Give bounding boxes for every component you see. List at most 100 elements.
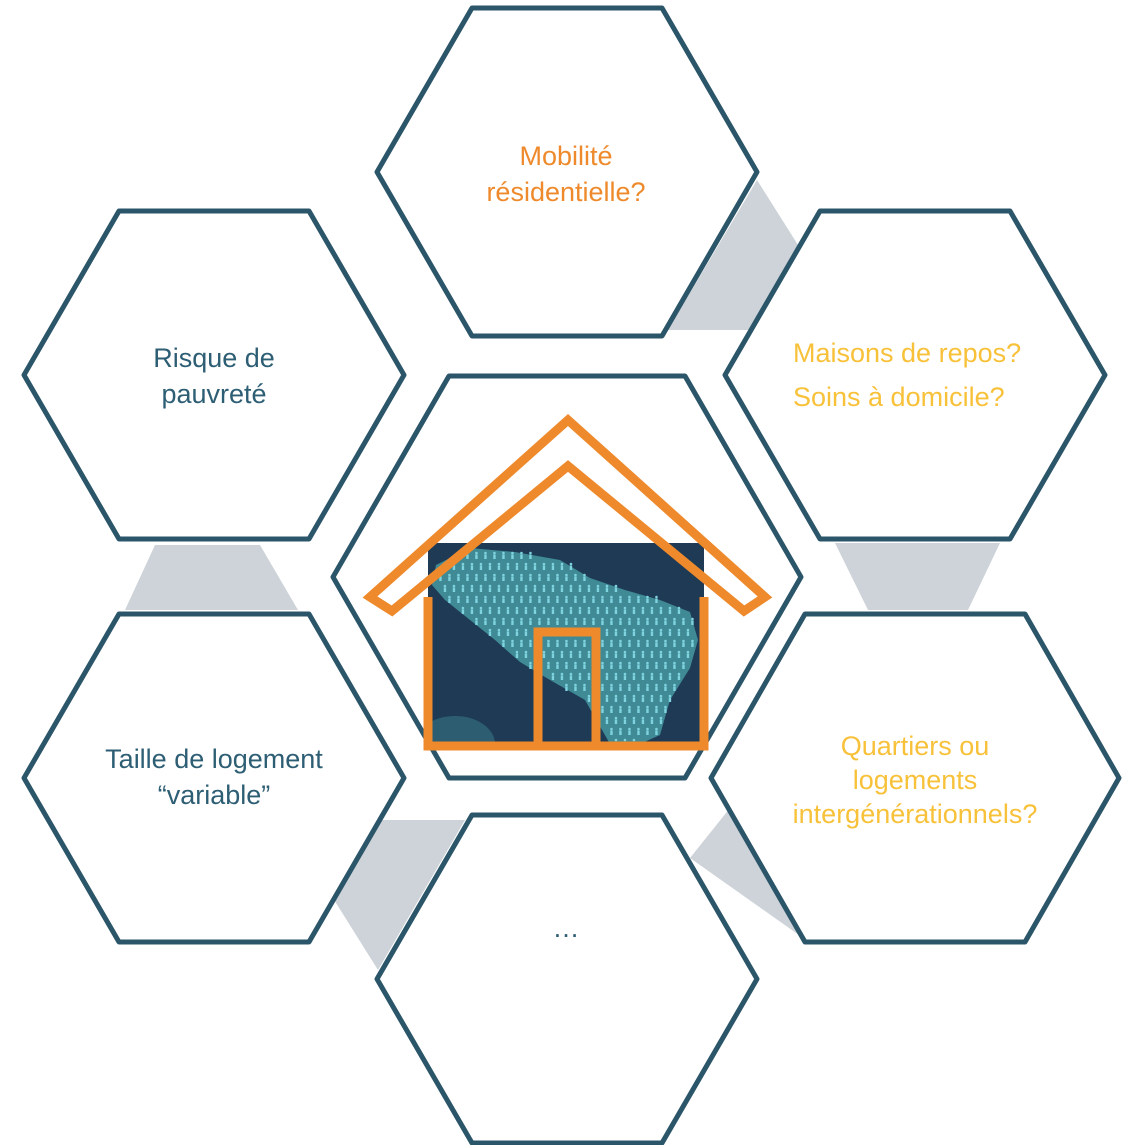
person-icon — [547, 573, 550, 581]
person-icon — [650, 672, 654, 680]
person-icon — [668, 650, 672, 658]
person-icon — [655, 705, 658, 713]
person-icon — [475, 551, 478, 559]
person-icon — [484, 595, 487, 603]
person-icon — [457, 573, 460, 581]
person-icon — [461, 584, 465, 592]
person-icon — [506, 584, 510, 592]
person-icon — [443, 584, 447, 592]
person-icon — [619, 727, 622, 735]
person-icon — [668, 672, 672, 680]
person-icon — [475, 573, 478, 581]
person-icon — [605, 584, 609, 592]
person-icon — [632, 606, 636, 614]
person-icon — [556, 595, 559, 603]
country-map-shape — [432, 548, 698, 744]
person-icon — [605, 672, 609, 680]
person-icon — [664, 661, 667, 669]
person-icon — [614, 716, 618, 724]
label-line: Risque de — [153, 343, 275, 373]
person-icon — [511, 551, 514, 559]
person-icon — [574, 595, 577, 603]
person-icon — [493, 617, 496, 625]
person-icon — [619, 705, 622, 713]
person-icon — [650, 716, 654, 724]
label-line: intergénérationnels? — [793, 799, 1038, 829]
person-icon — [646, 661, 649, 669]
person-icon — [686, 650, 690, 658]
person-icon — [457, 595, 460, 603]
label-taille-de-logement: Taille de logement“variable” — [105, 744, 323, 810]
person-icon — [646, 639, 649, 647]
person-icon — [502, 595, 505, 603]
person-icon — [529, 639, 532, 647]
person-icon — [637, 727, 640, 735]
person-icon — [637, 705, 640, 713]
person-icon — [529, 595, 532, 603]
person-icon — [677, 606, 681, 614]
person-icon — [479, 584, 483, 592]
person-icon — [646, 617, 649, 625]
person-icon — [578, 584, 582, 592]
hexagon-right-upper — [722, 208, 1108, 542]
person-icon — [488, 562, 492, 570]
person-icon — [628, 595, 631, 603]
person-icon — [614, 606, 618, 614]
person-icon — [470, 584, 474, 592]
person-icon — [628, 683, 631, 691]
person-icon — [488, 628, 492, 636]
label-line: “variable” — [158, 780, 271, 810]
person-icon — [601, 661, 604, 669]
person-icon — [565, 683, 568, 691]
person-icon — [574, 639, 577, 647]
person-icon — [646, 595, 649, 603]
person-icon — [619, 661, 622, 669]
person-icon — [628, 705, 631, 713]
person-icon — [605, 694, 609, 702]
person-icon — [587, 672, 591, 680]
person-icon — [641, 650, 645, 658]
person-icon — [470, 562, 474, 570]
person-icon — [637, 683, 640, 691]
person-icon — [650, 694, 654, 702]
person-icon — [682, 639, 685, 647]
person-icon — [632, 650, 636, 658]
person-icon — [466, 595, 469, 603]
person-icon — [547, 617, 550, 625]
person-icon — [641, 672, 645, 680]
person-icon — [659, 628, 663, 636]
population-icons — [439, 551, 694, 744]
person-icon — [520, 595, 523, 603]
person-icon — [650, 606, 654, 614]
label-ellipsis: … — [553, 913, 580, 943]
person-icon — [668, 694, 672, 702]
person-icon — [533, 562, 537, 570]
person-icon — [592, 617, 595, 625]
person-icon — [610, 705, 613, 713]
label-line: Mobilité — [519, 141, 612, 171]
person-icon — [673, 683, 676, 691]
person-icon — [506, 562, 510, 570]
connector-top-right — [668, 180, 798, 330]
connector-right-middle — [835, 543, 1000, 610]
person-icon — [641, 628, 645, 636]
person-icon — [637, 595, 640, 603]
connector-left-bottom — [331, 820, 465, 970]
person-icon — [529, 661, 532, 669]
person-icon — [691, 617, 694, 625]
person-icon — [583, 573, 586, 581]
person-icon — [502, 551, 505, 559]
house-door — [533, 627, 601, 746]
person-icon — [587, 584, 591, 592]
person-icon — [601, 595, 604, 603]
person-icon — [614, 628, 618, 636]
person-icon — [565, 661, 568, 669]
person-icon — [488, 584, 492, 592]
person-icon — [556, 617, 559, 625]
person-icon — [614, 584, 618, 592]
person-icon — [551, 562, 555, 570]
person-icon — [619, 639, 622, 647]
